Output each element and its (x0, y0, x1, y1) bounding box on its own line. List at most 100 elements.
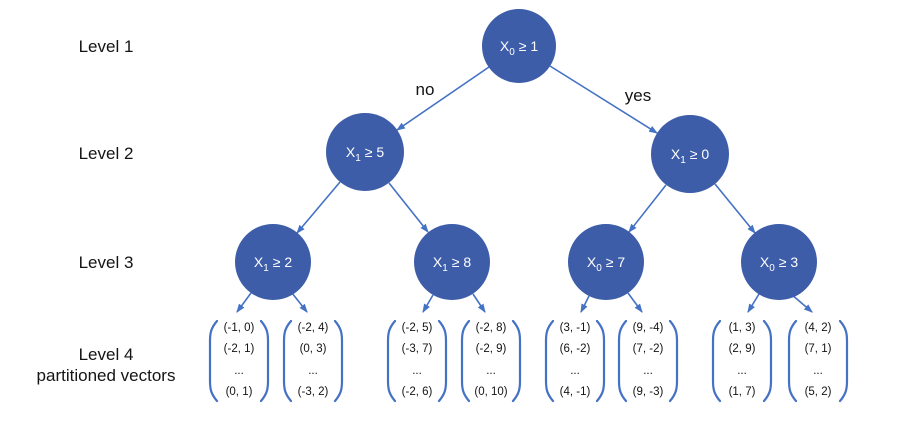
vector-row: (0, 3) (299, 343, 327, 356)
vector-row: (-2, 6) (401, 385, 433, 398)
level-3-label: Level 3 (78, 253, 134, 272)
vector-group-2: (-2, 4) (0, 3) ... (-3, 2) (281, 317, 345, 405)
node-root-circle (482, 9, 556, 83)
node-var: X (499, 38, 510, 54)
edge-l3c-g5 (580, 295, 590, 314)
edge-l2r-l3d (714, 183, 756, 234)
edge-l3b-g4 (472, 293, 486, 313)
node-sub: 0 (596, 262, 602, 274)
node-level3-2-label: X1≥ 8 (412, 252, 492, 279)
vector-row: (0, 1) (225, 385, 253, 398)
left-bracket-icon (460, 319, 471, 403)
edge-root-yes (549, 65, 658, 134)
edge-l2l-l3b (388, 182, 429, 233)
vector-row: (4, 2) (804, 322, 832, 334)
node-cond: ≥ 7 (605, 254, 626, 270)
vector-row: (9, -3) (632, 385, 664, 398)
vector-row: ... (813, 364, 823, 377)
left-bracket-icon (544, 319, 555, 403)
vector-row: ... (486, 364, 496, 377)
edge-l2l-l3a (296, 181, 341, 234)
node-sub: 1 (263, 262, 269, 274)
level-4-label: Level 4 partitioned vectors (16, 344, 196, 386)
vector-row: ... (643, 364, 653, 377)
node-level2-right-circle (651, 115, 729, 193)
node-level2-left-circle (326, 113, 404, 191)
right-bracket-icon (259, 319, 270, 403)
vector-group-3: (-2, 5) (-3, 7) ... (-2, 6) (385, 317, 449, 405)
node-cond: ≥ 5 (364, 144, 385, 160)
left-bracket-icon (208, 319, 219, 403)
vector-row: (-2, 8) (475, 322, 507, 334)
node-root-label: X0≥ 1 (479, 36, 559, 63)
edge-l2r-l3c (628, 184, 667, 233)
vector-row: (-2, 9) (475, 343, 507, 356)
right-bracket-icon (668, 319, 679, 403)
node-var: X (432, 254, 443, 270)
node-level2-left-label: X1≥ 5 (325, 142, 405, 169)
right-bracket-icon (511, 319, 522, 403)
edge-l3a-g1 (236, 292, 252, 313)
node-var: X (759, 254, 770, 270)
left-bracket-icon (282, 319, 293, 403)
vector-row: (1, 3) (728, 322, 756, 334)
vector-row: (-1, 0) (223, 322, 255, 334)
vector-group-4: (-2, 8) (-2, 9) ... (0, 10) (459, 317, 523, 405)
vector-row: (1, 7) (728, 385, 756, 398)
vector-row: ... (308, 364, 318, 377)
node-level3-3-circle (568, 224, 644, 300)
edge-l3a-g2 (291, 292, 308, 313)
vector-row: ... (570, 364, 580, 377)
vector-row: (2, 9) (728, 343, 756, 356)
node-level3-3-label: X0≥ 7 (566, 252, 646, 279)
vector-row: (4, -1) (559, 385, 591, 398)
right-bracket-icon (333, 319, 344, 403)
branch-label-yes: yes (624, 86, 652, 105)
node-level3-1-circle (235, 224, 311, 300)
vector-group-8: (4, 2) (7, 1) ... (5, 2) (786, 317, 850, 405)
vector-row: (-3, 7) (401, 343, 433, 356)
level-2-label: Level 2 (78, 144, 134, 163)
node-level3-4-label: X0≥ 3 (739, 252, 819, 279)
right-bracket-icon (762, 319, 773, 403)
vector-row: (6, -2) (559, 343, 591, 356)
vector-row: (-2, 1) (223, 343, 255, 356)
vector-row: (9, -4) (632, 322, 664, 334)
right-bracket-icon (437, 319, 448, 403)
node-sub: 1 (355, 152, 361, 164)
node-var: X (253, 254, 264, 270)
left-bracket-icon (386, 319, 397, 403)
node-sub: 1 (442, 262, 448, 274)
edge-l3d-g8 (790, 293, 813, 313)
node-sub: 0 (509, 46, 515, 58)
vector-row: (5, 2) (804, 385, 832, 398)
vector-row: ... (234, 364, 244, 377)
left-bracket-icon (617, 319, 628, 403)
vector-row: (-3, 2) (297, 385, 329, 398)
edge-l3c-g6 (627, 292, 643, 313)
node-cond: ≥ 8 (451, 254, 472, 270)
node-var: X (670, 146, 681, 162)
vector-row: ... (412, 364, 422, 377)
left-bracket-icon (787, 319, 798, 403)
level-4-title: Level 4 (78, 345, 134, 364)
level-1-label: Level 1 (78, 37, 134, 56)
node-cond: ≥ 1 (518, 38, 539, 54)
vector-group-6: (9, -4) (7, -2) ... (9, -3) (616, 317, 680, 405)
vector-group-5: (3, -1) (6, -2) ... (4, -1) (543, 317, 607, 405)
right-bracket-icon (595, 319, 606, 403)
node-cond: ≥ 0 (689, 146, 710, 162)
vector-row: (-2, 4) (297, 322, 329, 334)
vector-row: (7, -2) (632, 343, 664, 356)
branch-label-no: no (415, 80, 435, 99)
node-sub: 1 (680, 154, 686, 166)
left-bracket-icon (711, 319, 722, 403)
right-bracket-icon (838, 319, 849, 403)
node-var: X (586, 254, 597, 270)
node-sub: 0 (769, 262, 775, 274)
vector-row: (-2, 5) (401, 322, 433, 334)
node-cond: ≥ 3 (778, 254, 799, 270)
edge-root-no (396, 66, 490, 131)
